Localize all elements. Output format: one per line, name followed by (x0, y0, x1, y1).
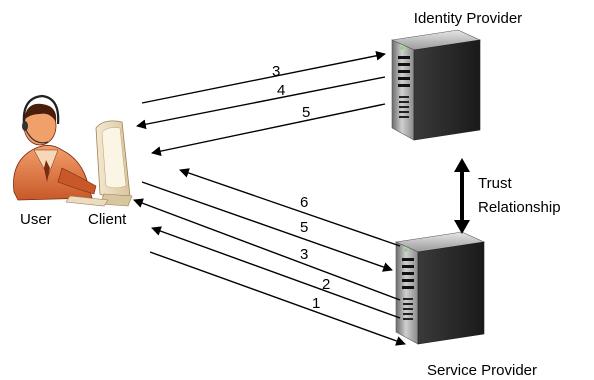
user-at-computer-icon (13, 94, 133, 207)
arrow-sp-5 (141, 181, 393, 272)
client-label: Client (88, 211, 127, 228)
idp-step-label: 3 (272, 63, 280, 80)
arrow-sp-6 (179, 168, 401, 247)
relationship-label: Relationship (478, 199, 561, 216)
service-provider-label: Service Provider (427, 362, 537, 379)
arrow-sp-2 (151, 226, 401, 319)
sp-step-label: 2 (322, 276, 330, 293)
idp-message-arrows (136, 50, 386, 156)
arrow-idp-5 (151, 103, 386, 156)
trust-arrow-head-down (454, 220, 470, 234)
sp-step-label: 5 (300, 219, 308, 236)
identity-provider-label: Identity Provider (414, 10, 522, 27)
arrow-idp-4 (136, 76, 386, 130)
arrow-sp-3 (133, 198, 401, 301)
sp-step-label: 3 (300, 246, 308, 263)
sp-step-label: 6 (300, 194, 308, 211)
sp-message-arrows (133, 168, 406, 346)
service-provider-server-icon (394, 231, 486, 345)
sp-step-label: 1 (312, 295, 320, 312)
idp-step-label: 5 (302, 104, 310, 121)
user-label: User (20, 211, 52, 228)
trust-arrow-head-up (454, 158, 470, 172)
trust-label: Trust (478, 175, 512, 192)
idp-step-label: 4 (277, 82, 285, 99)
arrow-sp-1 (149, 251, 406, 346)
arrow-idp-3 (141, 50, 386, 104)
identity-provider-server-icon (390, 29, 482, 141)
